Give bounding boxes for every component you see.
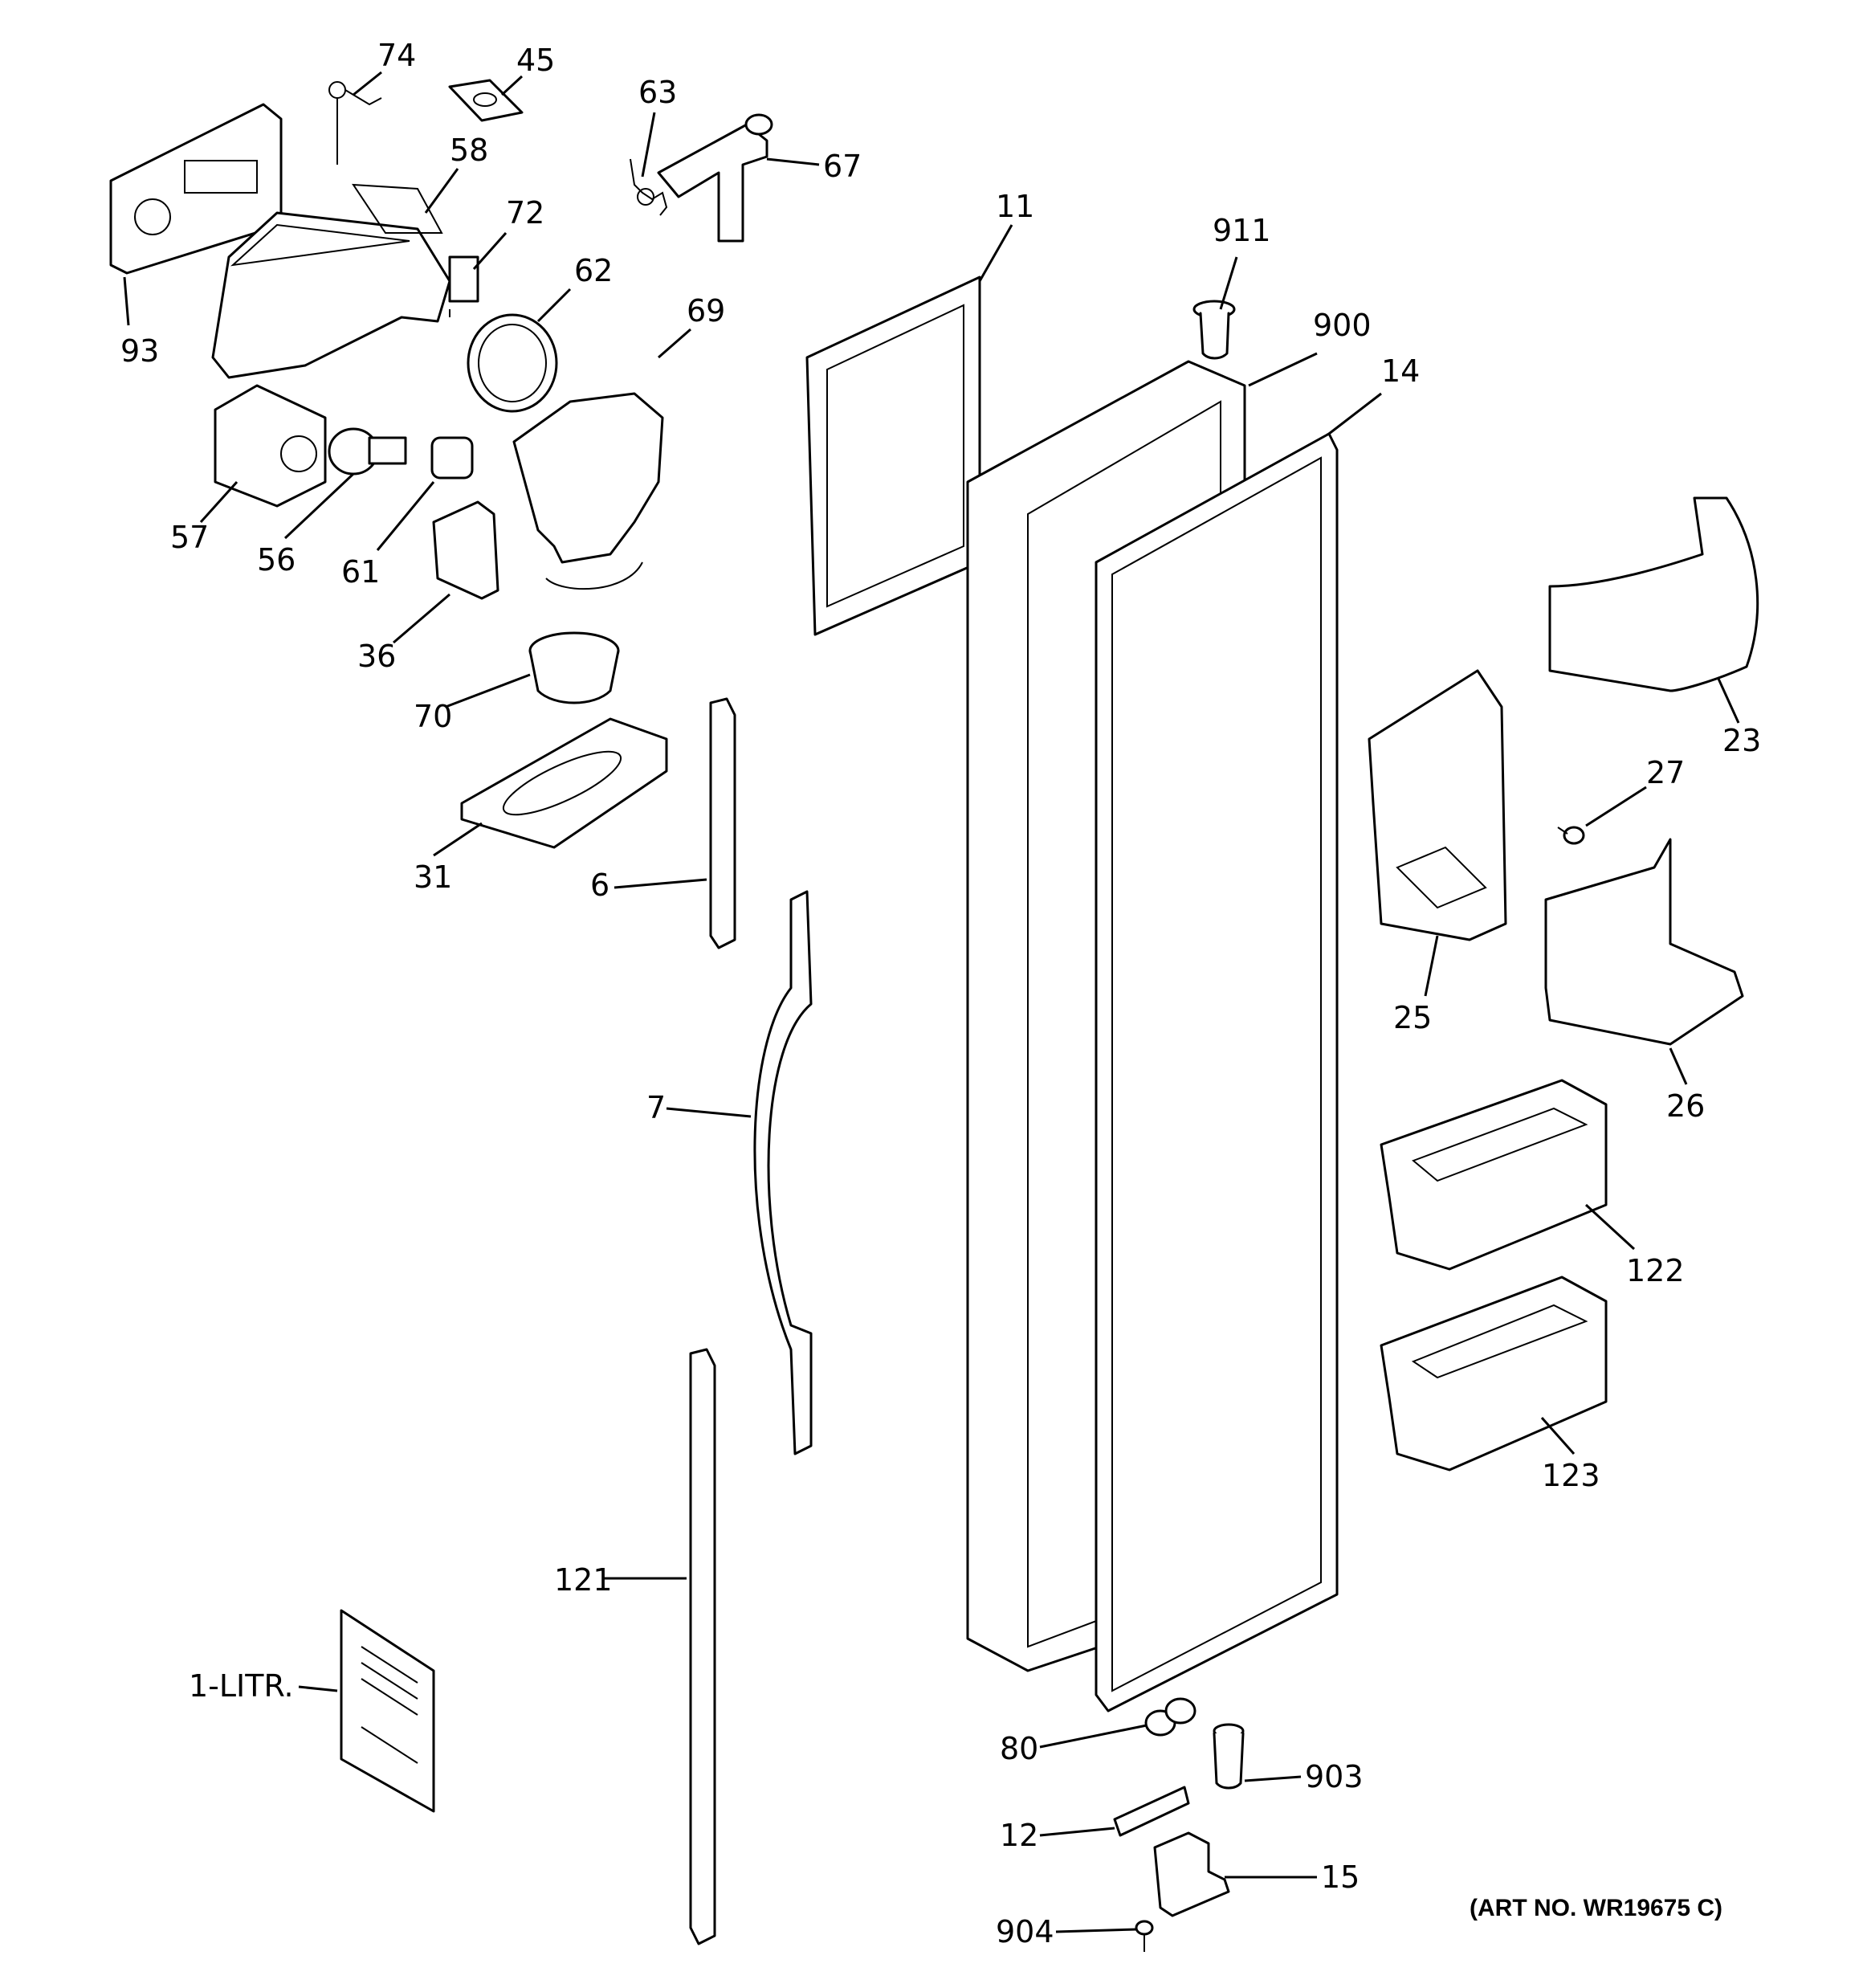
part-7-handle bbox=[753, 890, 813, 1455]
part-36-bracket bbox=[432, 500, 499, 600]
callout-69: 69 bbox=[687, 293, 725, 329]
part-45-bracket bbox=[448, 79, 524, 122]
callout-70: 70 bbox=[414, 699, 452, 734]
part-23-bin bbox=[1548, 496, 1759, 692]
callout-45: 45 bbox=[516, 43, 555, 78]
callout-25: 25 bbox=[1393, 1000, 1432, 1035]
callout-27: 27 bbox=[1646, 755, 1685, 790]
part-15-hinge bbox=[1153, 1831, 1230, 1917]
part-74-spring bbox=[328, 81, 382, 165]
part-25-shelf bbox=[1368, 669, 1507, 941]
part-70-cup bbox=[528, 631, 620, 704]
part-67-lever bbox=[657, 113, 773, 243]
callout-7: 7 bbox=[646, 1090, 666, 1125]
part-903-bushing bbox=[1213, 1723, 1245, 1790]
callout-63: 63 bbox=[638, 75, 677, 110]
callout-36: 36 bbox=[357, 639, 396, 674]
callout-14: 14 bbox=[1381, 353, 1420, 389]
part-61-coupler bbox=[430, 436, 474, 480]
art-number: (ART NO. WR19675 C) bbox=[1470, 1895, 1722, 1921]
leader-lines bbox=[123, 71, 1740, 1933]
callout-26: 26 bbox=[1666, 1088, 1705, 1124]
part-63-spring bbox=[630, 158, 668, 216]
part-122-door-bin bbox=[1380, 1079, 1608, 1271]
part-911-bushing bbox=[1192, 300, 1236, 360]
callout-80: 80 bbox=[1000, 1731, 1038, 1766]
callout-74: 74 bbox=[377, 38, 416, 73]
callout-15: 15 bbox=[1321, 1859, 1360, 1895]
callout-57: 57 bbox=[170, 520, 209, 555]
callout-12: 12 bbox=[1000, 1818, 1038, 1853]
callout-11: 11 bbox=[996, 189, 1034, 224]
part-62-ring bbox=[467, 313, 558, 413]
part-31-grille bbox=[460, 717, 668, 849]
part-11-dispenser-frame bbox=[805, 276, 981, 636]
part-14-gasket bbox=[1095, 432, 1339, 1712]
callout-61: 61 bbox=[341, 554, 380, 590]
part-121-trim bbox=[689, 1348, 716, 1945]
callout-904: 904 bbox=[996, 1914, 1054, 1949]
callout-903: 903 bbox=[1305, 1759, 1364, 1794]
callout-900: 900 bbox=[1313, 308, 1372, 343]
callout-31: 31 bbox=[414, 859, 452, 895]
part-69-auger bbox=[512, 392, 664, 590]
callout-123: 123 bbox=[1542, 1458, 1600, 1493]
callout-67: 67 bbox=[823, 149, 862, 184]
part-26-bin bbox=[1544, 838, 1744, 1046]
callout-6: 6 bbox=[590, 867, 609, 903]
callout-62: 62 bbox=[574, 253, 613, 288]
callout-911: 911 bbox=[1213, 213, 1271, 248]
part-58-housing bbox=[211, 183, 451, 379]
callout-122: 122 bbox=[1626, 1253, 1685, 1288]
part-12-hinge-plate bbox=[1113, 1786, 1190, 1837]
part-80-plug bbox=[1144, 1697, 1196, 1737]
callout-labels: 74 45 63 67 58 72 93 62 69 11 911 900 14… bbox=[120, 38, 1761, 1949]
callout-56: 56 bbox=[257, 542, 296, 578]
part-72-switch bbox=[448, 255, 479, 317]
callout-72: 72 bbox=[506, 195, 544, 231]
part-6-trim bbox=[709, 697, 736, 949]
part-56-motor bbox=[328, 427, 407, 476]
callout-93: 93 bbox=[120, 333, 159, 369]
callout-23: 23 bbox=[1722, 723, 1761, 758]
part-27-screw bbox=[1557, 826, 1585, 845]
part-57-motor-cover bbox=[214, 384, 327, 508]
callout-58: 58 bbox=[450, 133, 488, 168]
part-904-screw bbox=[1135, 1920, 1154, 1952]
part-1-litr-literature bbox=[340, 1609, 435, 1813]
callout-1-litr: 1-LITR. bbox=[189, 1668, 294, 1704]
callout-121: 121 bbox=[554, 1562, 613, 1598]
part-123-door-bin bbox=[1380, 1276, 1608, 1472]
